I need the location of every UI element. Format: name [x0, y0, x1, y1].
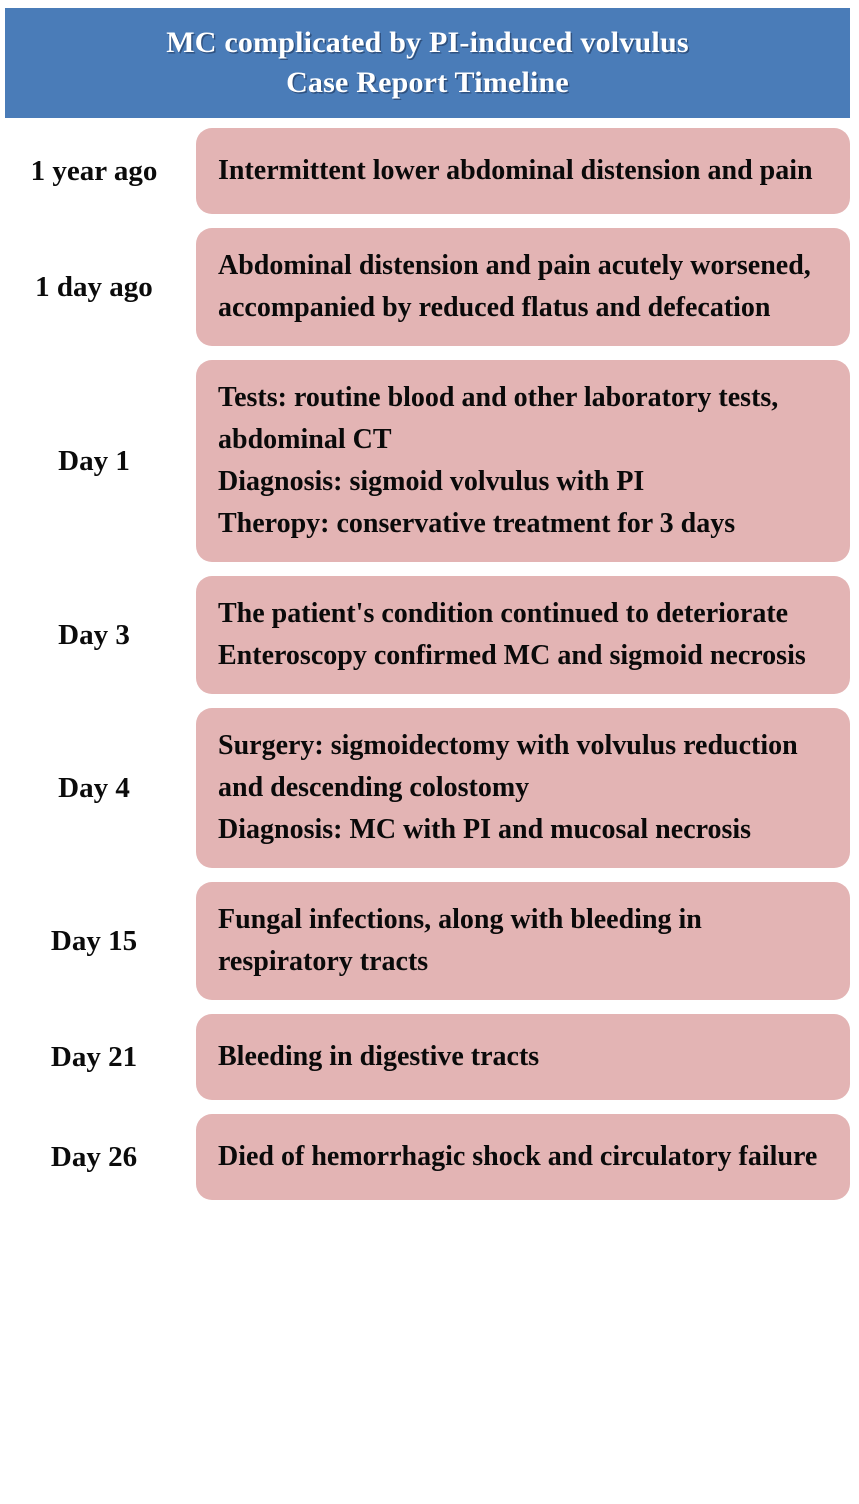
timeline-event-card: Fungal infections, along with bleeding i…: [196, 882, 850, 1000]
timeline-time-label: Day 4: [58, 772, 130, 804]
timeline-event-card: Died of hemorrhagic shock and circulator…: [196, 1114, 850, 1200]
timeline-event-text: Surgery: sigmoidectomy with volvulus red…: [218, 730, 798, 845]
timeline-row: Day 1 Tests: routine blood and other lab…: [0, 360, 859, 562]
timeline-row-list: 1 year ago Intermittent lower abdominal …: [0, 128, 859, 1214]
header-title-line-1: MC complicated by PI-induced volvulus: [166, 26, 689, 59]
timeline-time-label: Day 26: [50, 1141, 138, 1173]
timeline-event-card: Surgery: sigmoidectomy with volvulus red…: [196, 708, 850, 868]
timeline-header-banner: MC complicated by PI-induced volvulus Ca…: [5, 8, 850, 118]
timeline-event-card: Abdominal distension and pain acutely wo…: [196, 228, 850, 346]
timeline-row: Day 15 Fungal infections, along with ble…: [0, 882, 859, 1000]
timeline-event-text: Fungal infections, along with bleeding i…: [218, 904, 709, 977]
header-title-line-2: Case Report Timeline: [286, 66, 569, 99]
timeline-event-text: Abdominal distension and pain acutely wo…: [218, 250, 818, 323]
timeline-row: Day 26 Died of hemorrhagic shock and cir…: [0, 1114, 859, 1200]
timeline-event-text: Tests: routine blood and other laborator…: [218, 382, 779, 539]
timeline-event-text: Died of hemorrhagic shock and circulator…: [218, 1141, 818, 1172]
timeline-row: Day 21 Bleeding in digestive tracts: [0, 1014, 859, 1100]
timeline-time-label: Day 15: [50, 925, 138, 957]
timeline-time-label: 1 day ago: [35, 271, 153, 303]
timeline-event-card: Intermittent lower abdominal distension …: [196, 128, 850, 214]
timeline-row: 1 day ago Abdominal distension and pain …: [0, 228, 859, 346]
timeline-time-label: 1 year ago: [30, 155, 158, 187]
timeline-row: Day 3 The patient's condition continued …: [0, 576, 859, 694]
timeline-event-text: Bleeding in digestive tracts: [218, 1041, 540, 1072]
timeline-time-label: Day 1: [58, 445, 130, 477]
timeline-event-card: Bleeding in digestive tracts: [196, 1014, 850, 1100]
timeline-time-label: Day 3: [58, 619, 130, 651]
timeline-time-label: Day 21: [50, 1041, 138, 1073]
timeline-row: 1 year ago Intermittent lower abdominal …: [0, 128, 859, 214]
timeline-event-text: The patient's condition continued to det…: [218, 598, 806, 671]
timeline-event-card: Tests: routine blood and other laborator…: [196, 360, 850, 562]
timeline-event-text: Intermittent lower abdominal distension …: [218, 155, 813, 186]
timeline-row: Day 4 Surgery: sigmoidectomy with volvul…: [0, 708, 859, 868]
timeline-event-card: The patient's condition continued to det…: [196, 576, 850, 694]
